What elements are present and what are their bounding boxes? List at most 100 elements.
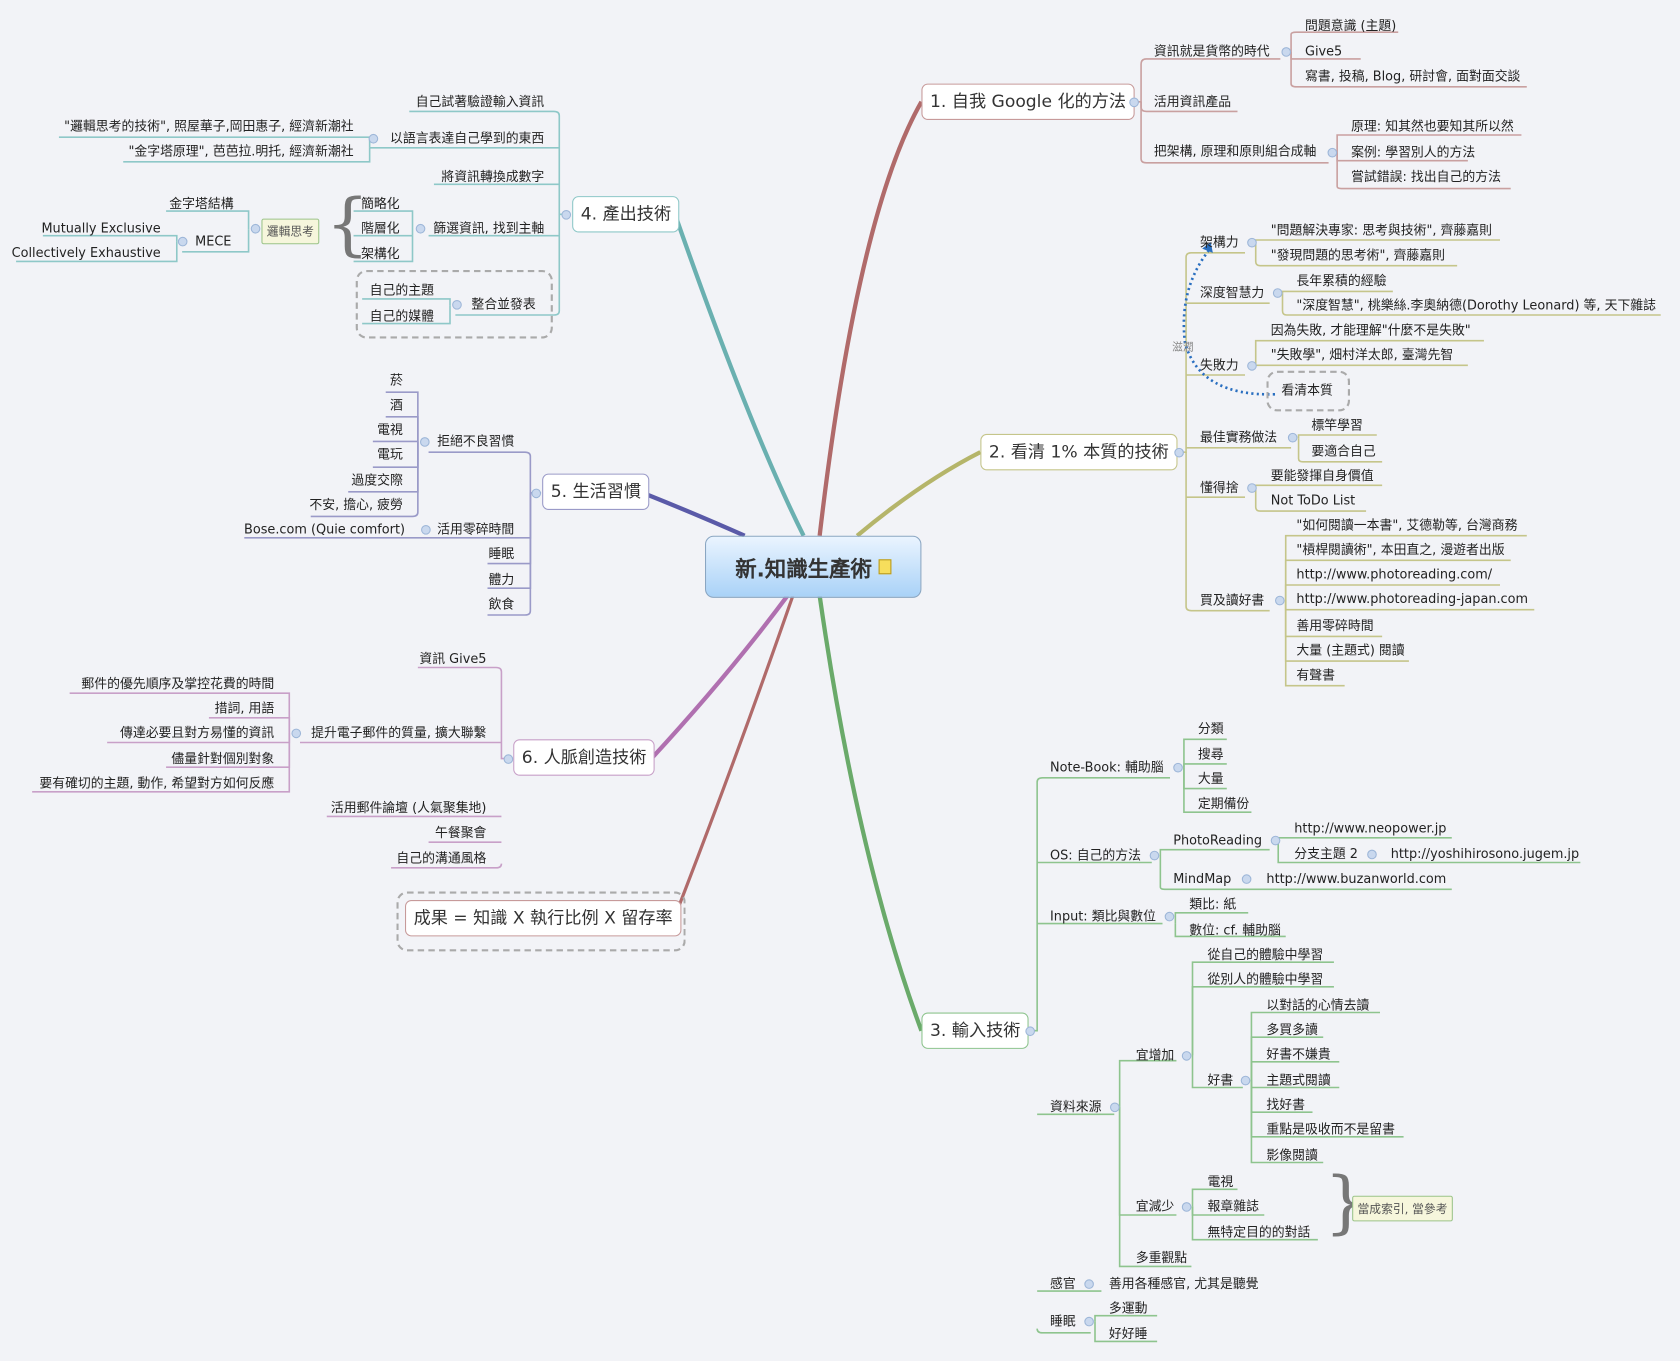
collapse-toggle[interactable]: [415, 223, 426, 234]
collapse-toggle[interactable]: [421, 525, 431, 535]
node[interactable]: 感官: [1050, 1276, 1076, 1292]
topic-7[interactable]: 成果 = 知識 X 執行比例 X 留存率: [405, 900, 682, 937]
collapse-toggle[interactable]: [1110, 1102, 1120, 1113]
node[interactable]: 主題式閱讀: [1266, 1072, 1331, 1088]
node[interactable]: 分支主題 2: [1294, 846, 1358, 862]
relationship-label[interactable]: 滋潤: [1172, 341, 1194, 354]
node[interactable]: 深度智慧力: [1200, 285, 1265, 301]
collapse-toggle[interactable]: [452, 300, 462, 310]
node[interactable]: 多買多讀: [1266, 1022, 1318, 1038]
node[interactable]: 傳達必要且對方易懂的資訊: [119, 725, 275, 741]
node[interactable]: 以語言表達自己學到的東西: [389, 130, 545, 146]
topic-1[interactable]: 1. 自我 Google 化的方法: [921, 83, 1135, 121]
node[interactable]: "如何閱讀一本書", 艾德勒等, 台灣商務: [1296, 517, 1518, 533]
node[interactable]: 簡略化: [361, 196, 400, 212]
node[interactable]: 郵件的優先順序及掌控花費的時間: [81, 676, 275, 692]
node[interactable]: 資訊就是貨幣的時代: [1153, 43, 1270, 59]
node[interactable]: 有聲書: [1296, 667, 1336, 683]
node[interactable]: 飲食: [488, 596, 515, 612]
node[interactable]: 懂得捨: [1200, 480, 1239, 496]
collapse-toggle[interactable]: [177, 236, 188, 247]
collapse-toggle[interactable]: [1327, 147, 1338, 158]
node[interactable]: 長年累積的經驗: [1296, 273, 1387, 289]
node[interactable]: 自己的溝通風格: [396, 850, 487, 866]
collapse-toggle[interactable]: [531, 488, 542, 499]
collapse-toggle[interactable]: [1281, 47, 1292, 57]
node[interactable]: 標竿學習: [1311, 417, 1363, 433]
collapse-toggle[interactable]: [1275, 595, 1285, 606]
collapse-toggle[interactable]: [420, 437, 430, 447]
summary-topic[interactable]: 邏輯思考: [261, 218, 320, 245]
node[interactable]: 好書不嫌貴: [1266, 1046, 1331, 1062]
node[interactable]: 活用郵件論壇 (人氣聚集地): [330, 800, 487, 816]
collapse-toggle[interactable]: [1129, 97, 1139, 108]
node[interactable]: 將資訊轉換成數字: [441, 169, 545, 185]
node[interactable]: 活用資訊產品: [1153, 94, 1232, 110]
collapse-toggle[interactable]: [291, 728, 302, 739]
node[interactable]: 要適合自己: [1311, 443, 1376, 459]
collapse-toggle[interactable]: [1149, 850, 1160, 861]
collapse-toggle[interactable]: [1272, 288, 1283, 298]
topic-2[interactable]: 2. 看清 1% 本質的技術: [980, 433, 1178, 471]
node[interactable]: 午餐聚會: [434, 825, 487, 841]
node[interactable]: 最佳實務做法: [1200, 429, 1278, 445]
node[interactable]: Collectively Exhaustive: [11, 245, 161, 261]
node[interactable]: 自己試著驗證輸入資訊: [415, 94, 545, 110]
node[interactable]: 睡眠: [1050, 1313, 1076, 1329]
node[interactable]: 架構力: [1200, 234, 1239, 250]
collapse-toggle[interactable]: [1287, 432, 1298, 443]
node[interactable]: http://www.photoreading-japan.com: [1296, 591, 1529, 607]
collapse-toggle[interactable]: [1181, 1202, 1192, 1212]
central-topic[interactable]: 新.知識生產術: [705, 535, 922, 598]
node[interactable]: Note-Book: 輔助腦: [1050, 759, 1164, 775]
collapse-toggle[interactable]: [1164, 911, 1175, 922]
node[interactable]: "發現問題的思考術", 齊藤嘉則: [1270, 247, 1446, 263]
node[interactable]: http://www.photoreading.com/: [1296, 566, 1493, 582]
node[interactable]: 宜增加: [1135, 1047, 1175, 1063]
node[interactable]: OS: 自己的方法: [1050, 847, 1141, 863]
node[interactable]: 過度交際: [351, 472, 403, 488]
node[interactable]: 架構化: [361, 246, 400, 262]
node[interactable]: 提升電子郵件的質量, 擴大聯繫: [311, 725, 487, 741]
node[interactable]: PhotoReading: [1173, 832, 1263, 848]
node[interactable]: 重點是吸收而不是留書: [1266, 1121, 1396, 1137]
node[interactable]: 原理: 知其然也要知其所以然: [1351, 118, 1514, 134]
node[interactable]: 以對話的心情去讀: [1266, 997, 1370, 1013]
collapse-toggle[interactable]: [503, 754, 514, 764]
note-icon[interactable]: [878, 559, 892, 575]
node[interactable]: 從別人的體驗中學習: [1207, 971, 1324, 987]
node[interactable]: 失敗力: [1200, 357, 1239, 373]
topic-5[interactable]: 5. 生活習慣: [542, 473, 650, 511]
collapse-toggle[interactable]: [1247, 237, 1257, 248]
node[interactable]: 買及讀好書: [1200, 592, 1265, 608]
node[interactable]: 多運動: [1108, 1300, 1148, 1316]
node[interactable]: MECE: [195, 233, 232, 249]
node[interactable]: 菸: [389, 372, 403, 388]
node[interactable]: 整合並發表: [471, 296, 536, 312]
collapse-toggle[interactable]: [1240, 1075, 1251, 1086]
node[interactable]: http://www.buzanworld.com: [1266, 871, 1447, 887]
node[interactable]: 從自己的體驗中學習: [1207, 947, 1324, 963]
node[interactable]: 分類: [1197, 721, 1224, 737]
node[interactable]: 嘗試錯誤: 找出自己的方法: [1351, 169, 1501, 185]
collapse-toggle[interactable]: [1367, 849, 1377, 860]
node[interactable]: 階層化: [361, 220, 400, 236]
node[interactable]: 要有確切的主題, 動作, 希望對方如何反應: [39, 775, 275, 791]
node[interactable]: 善用各種感官, 尤其是聽覺: [1108, 1276, 1259, 1292]
collapse-toggle[interactable]: [1173, 762, 1183, 773]
node[interactable]: 宜減少: [1135, 1198, 1175, 1214]
node[interactable]: 寫書, 投稿, Blog, 研討會, 面對面交談: [1305, 68, 1521, 84]
node[interactable]: 活用零碎時間: [437, 521, 515, 537]
node[interactable]: 資訊 Give5: [419, 651, 487, 667]
collapse-toggle[interactable]: [1084, 1279, 1094, 1289]
collapse-toggle[interactable]: [1181, 1051, 1192, 1061]
node[interactable]: "槓桿閱讀術", 本田直之, 漫遊者出版: [1296, 542, 1505, 558]
topic-3[interactable]: 3. 輸入技術: [921, 1012, 1029, 1049]
node[interactable]: 數位: cf. 輔助腦: [1189, 922, 1281, 938]
node[interactable]: 要能發揮自身價值: [1270, 468, 1374, 484]
node[interactable]: 問題意識 (主題): [1305, 18, 1397, 34]
node[interactable]: http://www.neopower.jp: [1294, 820, 1447, 836]
node[interactable]: 睡眠: [488, 546, 515, 562]
node[interactable]: "金字塔原理", 芭芭拉.明托, 經濟新潮社: [128, 143, 354, 159]
node[interactable]: "問題解決專家: 思考與技術", 齊藤嘉則: [1270, 222, 1492, 238]
